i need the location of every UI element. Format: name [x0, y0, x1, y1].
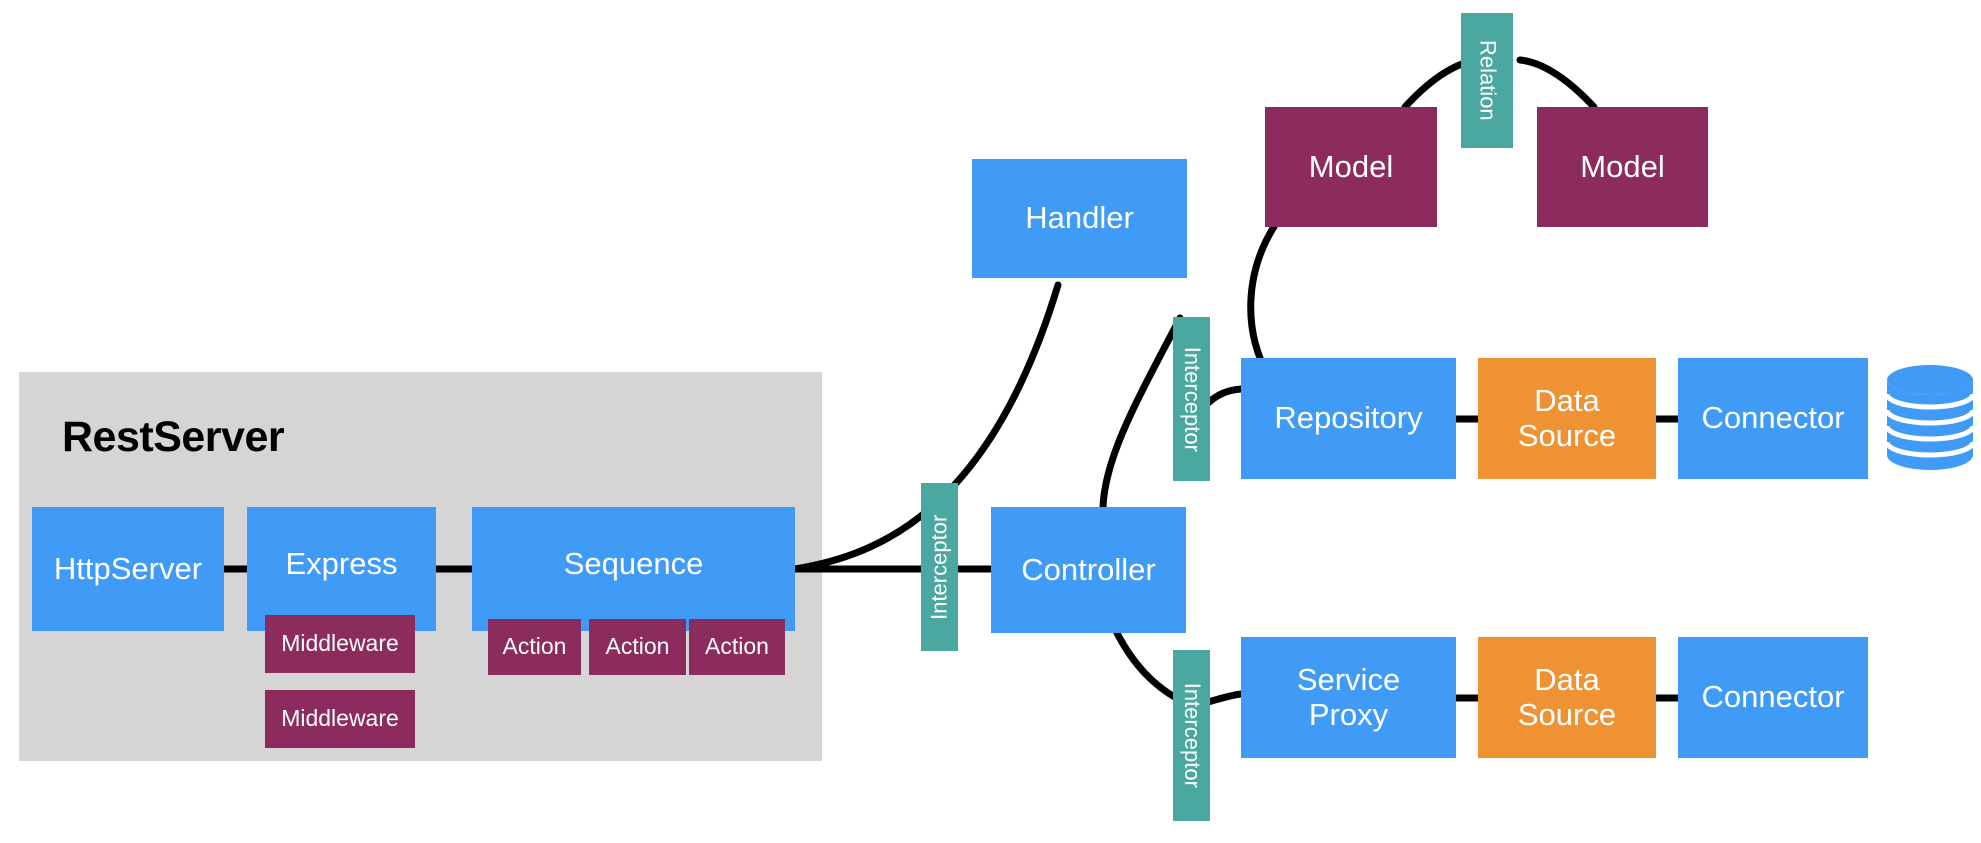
node-middleware-2-label: Middleware	[281, 705, 399, 732]
node-sequence-label: Sequence	[563, 546, 704, 581]
node-action-1[interactable]: Action	[488, 619, 581, 675]
node-handler-label: Handler	[1025, 200, 1134, 236]
node-interceptor-repository[interactable]: Interceptor	[1173, 317, 1210, 481]
node-datasource-top[interactable]: Data Source	[1478, 358, 1656, 479]
node-action-2[interactable]: Action	[589, 619, 686, 675]
edge-interceptor-repository-repository	[1204, 385, 1245, 407]
node-connector-top-label: Connector	[1701, 400, 1845, 436]
node-interceptor-sequence-labelwrap: Interceptor	[921, 483, 958, 651]
node-repository[interactable]: Repository	[1241, 358, 1456, 479]
node-middleware-2[interactable]: Middleware	[265, 690, 415, 748]
node-middleware-1-label: Middleware	[281, 630, 399, 657]
node-service-proxy[interactable]: Service Proxy	[1241, 637, 1456, 758]
node-interceptor-repository-label: Interceptor	[1179, 346, 1205, 452]
edge-interceptor-service-serviceproxy	[1204, 690, 1245, 706]
node-action-3-label: Action	[705, 633, 769, 660]
node-datasource-bottom[interactable]: Data Source	[1478, 637, 1656, 758]
node-interceptor-service[interactable]: Interceptor	[1173, 650, 1210, 821]
node-controller[interactable]: Controller	[991, 507, 1186, 633]
node-handler[interactable]: Handler	[972, 159, 1187, 278]
edge-modelleft-repository	[1247, 221, 1279, 379]
node-model-left-label: Model	[1308, 148, 1394, 184]
node-relation-label: Relation	[1475, 40, 1501, 121]
node-datasource-bottom-line2: Source	[1517, 696, 1617, 732]
node-interceptor-repository-labelwrap: Interceptor	[1173, 317, 1210, 481]
node-repository-label: Repository	[1274, 400, 1423, 436]
node-connector-bottom[interactable]: Connector	[1678, 637, 1868, 758]
node-express[interactable]: Express	[247, 507, 436, 631]
node-model-left[interactable]: Model	[1265, 107, 1437, 227]
node-interceptor-service-labelwrap: Interceptor	[1173, 650, 1210, 821]
edge-controller-interceptor-service	[1113, 629, 1182, 703]
edge-controller-interceptor-repository	[1099, 314, 1184, 511]
database-icon	[1885, 365, 1975, 470]
node-datasource-top-line1: Data	[1534, 382, 1600, 418]
node-model-right[interactable]: Model	[1537, 107, 1708, 227]
node-interceptor-sequence-label: Interceptor	[926, 514, 952, 620]
node-express-label: Express	[285, 546, 398, 581]
edge-relation-modelright	[1516, 56, 1598, 111]
node-service-proxy-line2: Proxy	[1308, 696, 1389, 732]
node-httpserver[interactable]: HttpServer	[32, 507, 224, 631]
node-interceptor-sequence[interactable]: Interceptor	[921, 483, 958, 651]
node-sequence[interactable]: Sequence	[472, 507, 795, 631]
restserver-panel-title: RestServer	[62, 413, 285, 461]
node-model-right-label: Model	[1580, 148, 1665, 184]
node-connector-top[interactable]: Connector	[1678, 358, 1868, 479]
node-controller-label: Controller	[1021, 551, 1156, 587]
node-middleware-1[interactable]: Middleware	[265, 615, 415, 673]
node-action-3[interactable]: Action	[689, 619, 785, 675]
node-relation[interactable]: Relation	[1461, 13, 1513, 148]
node-action-1-label: Action	[502, 633, 567, 660]
node-relation-labelwrap: Relation	[1461, 13, 1513, 148]
node-interceptor-service-label: Interceptor	[1179, 682, 1205, 789]
node-datasource-top-line2: Source	[1517, 417, 1617, 453]
node-service-proxy-line1: Service	[1296, 661, 1401, 697]
node-httpserver-label: HttpServer	[53, 550, 203, 586]
node-connector-bottom-label: Connector	[1701, 679, 1845, 715]
node-action-2-label: Action	[605, 633, 670, 660]
node-datasource-bottom-line1: Data	[1534, 661, 1600, 697]
